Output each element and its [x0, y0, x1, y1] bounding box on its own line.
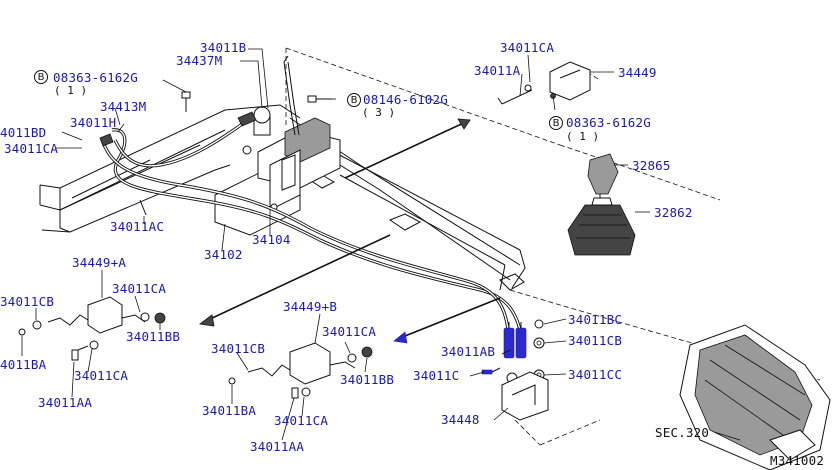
top-right-bracket	[501, 61, 591, 105]
part-label-34011AA-a[interactable]: 34011AA	[38, 395, 93, 410]
part-label-34449-A[interactable]: 34449+A	[72, 255, 127, 270]
part-label-34011CA-a2[interactable]: 34011CA	[74, 368, 129, 383]
cable-end-boots	[481, 319, 549, 421]
part-label-08146[interactable]: 08146-6102G	[363, 92, 448, 107]
part-label-32862[interactable]: 32862	[654, 205, 693, 220]
part-label-34011C[interactable]: 34011C	[413, 368, 460, 383]
part-label-34011BB-a[interactable]: 34011BB	[126, 329, 181, 344]
qty-08146: ( 3 )	[362, 106, 396, 119]
part-label-34011CB-r[interactable]: 34011CB	[568, 333, 623, 348]
control-cables	[99, 111, 522, 331]
part-label-34011CA-b[interactable]: 34011CA	[322, 324, 377, 339]
part-label-34104[interactable]: 34104	[252, 232, 291, 247]
part-label-34011CA-a[interactable]: 34011CA	[112, 281, 167, 296]
bolt-symbol-icon: B	[549, 116, 563, 130]
part-label-34011CB-b[interactable]: 34011CB	[211, 341, 266, 356]
part-label-34011CA-top[interactable]: 34011CA	[500, 40, 555, 55]
part-label-08363-right[interactable]: 08363-6162G	[566, 115, 651, 130]
part-label-34011CA-b2[interactable]: 34011CA	[274, 413, 329, 428]
part-label-34011AA-b[interactable]: 34011AA	[250, 439, 305, 454]
frame-crossmember	[39, 104, 526, 291]
part-label-32865[interactable]: 32865	[632, 158, 671, 173]
part-label-4011BD[interactable]: 4011BD	[0, 125, 47, 140]
part-label-34011AC[interactable]: 34011AC	[110, 219, 165, 234]
part-label-34011CB-a[interactable]: 34011CB	[0, 294, 55, 309]
part-label-34448[interactable]: 34448	[441, 412, 480, 427]
part-label-34011CA-left[interactable]: 34011CA	[4, 141, 59, 156]
qty-08363-right: ( 1 )	[566, 130, 600, 143]
part-label-34102[interactable]: 34102	[204, 247, 243, 262]
part-label-34011BB-b[interactable]: 34011BB	[340, 372, 395, 387]
part-label-34449[interactable]: 34449	[618, 65, 657, 80]
part-label-4011BA[interactable]: 4011BA	[0, 357, 47, 372]
part-label-34011BC[interactable]: 34011BC	[568, 312, 623, 327]
bolt-symbol-icon: B	[347, 93, 361, 107]
part-label-08363-top[interactable]: 08363-6162G	[53, 70, 138, 85]
qty-08363-top: ( 1 )	[54, 84, 88, 97]
section-reference-label[interactable]: SEC.320	[655, 425, 710, 440]
shift-knob-and-boot	[567, 153, 636, 256]
part-label-34011BA-b[interactable]: 34011BA	[202, 403, 257, 418]
part-label-34449-B[interactable]: 34449+B	[283, 299, 338, 314]
bolt-symbol-icon: B	[34, 70, 48, 84]
leader-lines	[21, 48, 741, 441]
part-label-34413M[interactable]: 34413M	[100, 99, 147, 114]
bracket-assembly-b	[228, 342, 373, 399]
control-bracket-assembly	[214, 55, 341, 236]
part-label-34437M[interactable]: 34437M	[176, 53, 223, 68]
direction-arrows	[198, 118, 501, 344]
part-label-34011AB[interactable]: 34011AB	[441, 344, 496, 359]
bracket-assembly-a	[18, 296, 166, 361]
part-label-34011A[interactable]: 34011A	[474, 63, 521, 78]
diagram-code: M341002	[770, 453, 825, 468]
part-label-34011H[interactable]: 34011H	[70, 115, 117, 130]
transmission-unit	[679, 324, 831, 470]
part-label-34011CC[interactable]: 34011CC	[568, 367, 623, 382]
part-label-34011B[interactable]: 34011B	[200, 40, 247, 55]
